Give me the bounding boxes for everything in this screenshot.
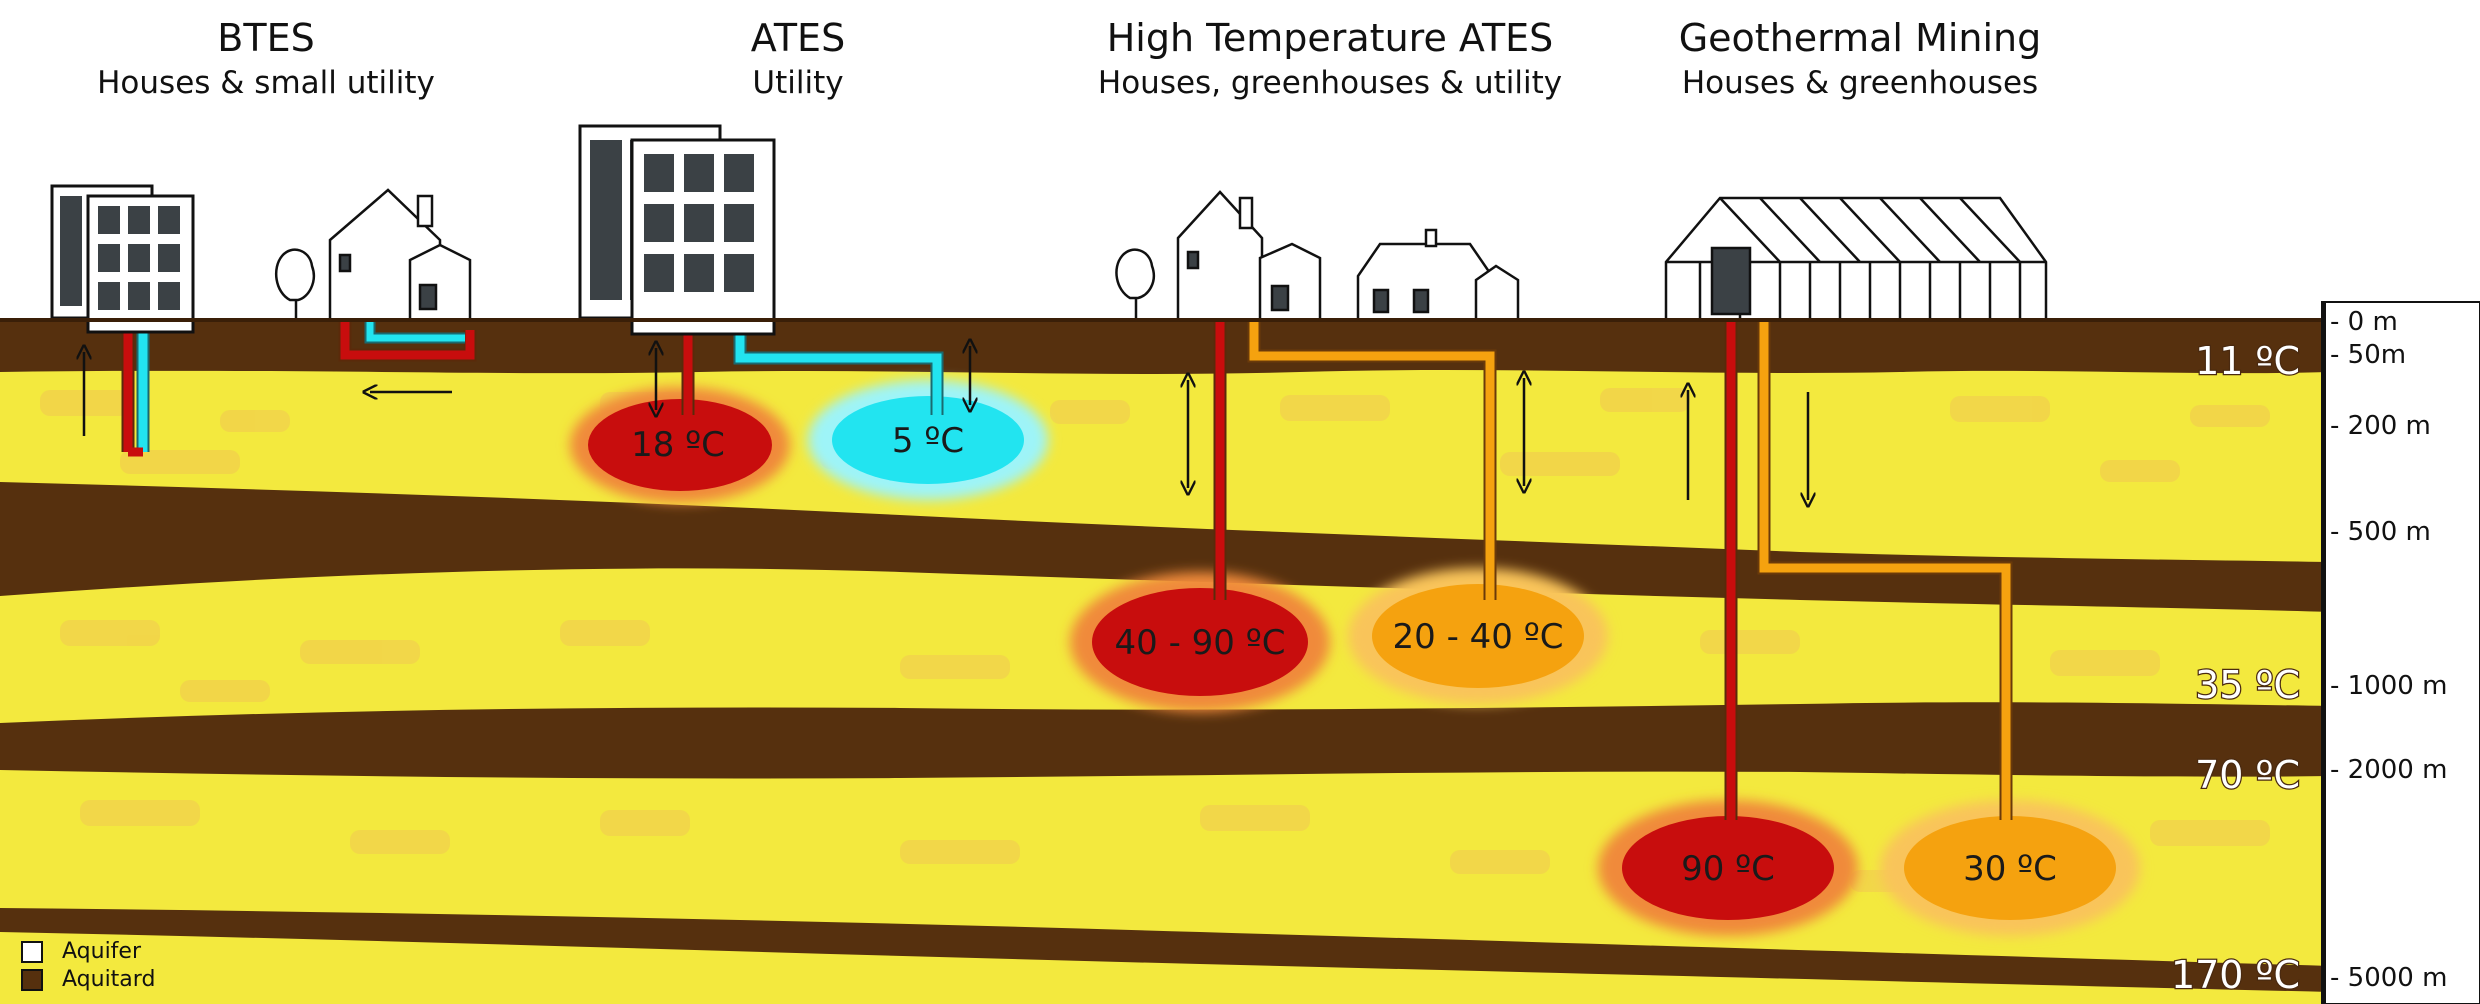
depth-scale: - 0 m - 50m - 200 m - 500 m - 1000 m - 2… bbox=[2321, 301, 2480, 1004]
pool-label-geothermal-warm: 30 ºC bbox=[1963, 849, 2057, 889]
depth-label-0m: - 0 m bbox=[2330, 307, 2398, 337]
ates-subtitle: Utility bbox=[752, 65, 843, 101]
system-titles: BTES Houses & small utility ATES Utility… bbox=[97, 16, 2041, 101]
pool-label-ates-warm: 18 ºC bbox=[631, 425, 725, 465]
pool-geothermal-warm: 30 ºC bbox=[1880, 800, 2140, 936]
pools: 18 ºC 5 ºC 40 - 90 ºC 20 - 40 ºC 90 ºC 3… bbox=[570, 380, 2140, 936]
depth-label-5000m: - 5000 m bbox=[2330, 963, 2447, 993]
legend-aquitard-label: Aquitard bbox=[62, 967, 155, 992]
btes-house-icon bbox=[274, 188, 472, 322]
legend-aquifer-label: Aquifer bbox=[62, 939, 142, 964]
btes-utility-building-icon bbox=[50, 184, 195, 334]
aquitard-layer-4 bbox=[0, 908, 2330, 992]
pool-btes-ates-warm: 18 ºC bbox=[570, 387, 790, 503]
depth-label-1000m: - 1000 m bbox=[2330, 671, 2447, 701]
depth-label-50m: - 50m bbox=[2330, 340, 2406, 370]
depth-label-500m: - 500 m bbox=[2330, 517, 2431, 547]
temperature-labels: 11 ºC 35 ºC 70 ºC 170 ºC bbox=[2170, 338, 2302, 999]
aquitard-layer-3 bbox=[0, 702, 2330, 779]
btes-title: BTES bbox=[217, 16, 314, 60]
pool-geothermal-hot: 90 ºC bbox=[1598, 800, 1858, 936]
ht-ates-subtitle: Houses, greenhouses & utility bbox=[1098, 65, 1562, 101]
ates-title: ATES bbox=[751, 16, 845, 60]
pool-label-ates-cold: 5 ºC bbox=[892, 421, 964, 461]
depth-scale-panel bbox=[2321, 301, 2480, 1004]
ht-ates-title: High Temperature ATES bbox=[1107, 16, 1554, 60]
depth-label-200m: - 200 m bbox=[2330, 411, 2431, 441]
greenhouse-icon bbox=[1664, 196, 2048, 322]
pool-ht-ates-hot: 40 - 90 ºC bbox=[1070, 572, 1330, 712]
ht-ates-farmhouse-icon bbox=[1356, 228, 1520, 322]
pipes bbox=[121, 320, 2013, 820]
legend-aquifer-swatch bbox=[21, 941, 43, 963]
legend-aquitard-swatch bbox=[21, 969, 43, 991]
ht-ates-house-icon bbox=[1115, 190, 1322, 322]
aquitard-top bbox=[0, 318, 2330, 374]
pool-ates-cold: 5 ºC bbox=[808, 380, 1048, 500]
temp-label-11: 11 ºC bbox=[2195, 339, 2300, 383]
ates-utility-building-icon bbox=[578, 124, 776, 336]
geothermal-subtitle: Houses & greenhouses bbox=[1682, 65, 2038, 101]
subsurface bbox=[0, 318, 2330, 1004]
flow-arrows bbox=[84, 346, 1808, 500]
geothermal-title: Geothermal Mining bbox=[1679, 16, 2042, 60]
pool-ht-ates-warm: 20 - 40 ºC bbox=[1348, 568, 1608, 704]
pool-label-geothermal-hot: 90 ºC bbox=[1681, 849, 1775, 889]
btes-subtitle: Houses & small utility bbox=[97, 65, 435, 101]
legend: Aquifer Aquitard bbox=[21, 939, 155, 992]
aquitard-layer-2 bbox=[0, 482, 2330, 612]
surface-buildings bbox=[50, 124, 2048, 336]
ground-surface bbox=[0, 318, 2330, 322]
temp-label-35: 35 ºC bbox=[2195, 663, 2300, 707]
temp-label-70: 70 ºC bbox=[2195, 753, 2300, 797]
pool-label-ht-ates-warm: 20 - 40 ºC bbox=[1393, 617, 1564, 657]
temp-label-170: 170 ºC bbox=[2171, 953, 2300, 997]
depth-label-2000m: - 2000 m bbox=[2330, 755, 2447, 785]
pool-label-ht-ates-hot: 40 - 90 ºC bbox=[1115, 623, 1286, 663]
